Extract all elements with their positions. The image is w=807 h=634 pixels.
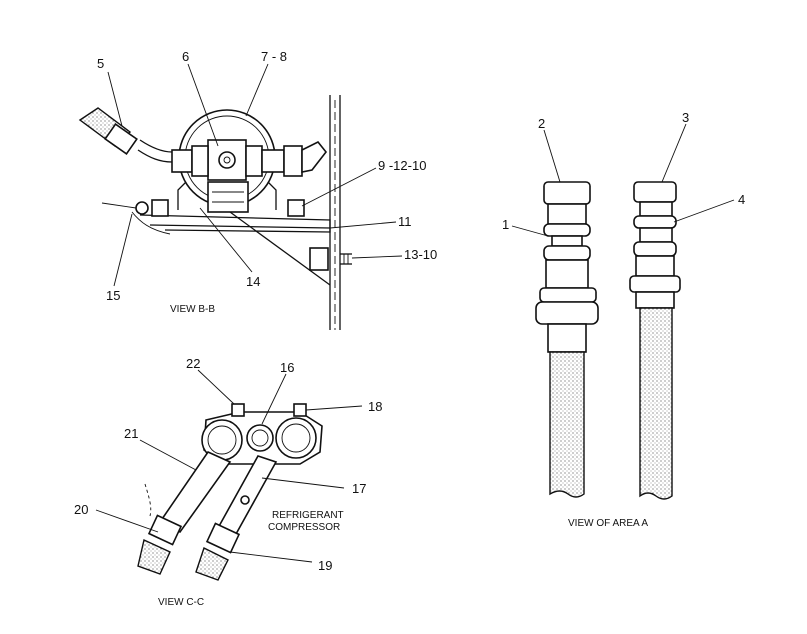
bolt-13 [309,247,329,271]
caption-view-bb: VIEW B-B [170,304,215,315]
view-area-a-drawing [535,181,681,500]
fitting-19 [205,522,241,554]
callout-9-12-10: 9 -12-10 [378,158,426,173]
view-cc-drawing [137,403,323,581]
nut-2 [543,181,591,205]
captions: VIEW B-B VIEW C-C VIEW OF AREA A REFRIGE… [158,304,648,608]
callout-3: 3 [682,110,689,125]
ring-4 [633,215,677,229]
callout-19: 19 [318,558,332,573]
view-area-a-leaders [511,123,735,237]
caption-compressor: COMPRESSOR [268,522,340,533]
callout-14: 14 [246,274,260,289]
valve-22 [231,403,245,417]
bracket-11 [139,214,331,233]
callout-7-8: 7 - 8 [261,49,287,64]
fitting-5 [104,123,138,155]
view-cc-leaders [95,369,363,563]
callout-15: 15 [106,288,120,303]
hose-left-a [549,351,585,498]
fitting-20 [147,514,183,546]
tube-21 [158,450,232,534]
callout-17: 17 [352,481,366,496]
callout-labels: 5 6 7 - 8 9 -12-10 11 13-10 14 15 22 16 … [74,49,745,573]
callout-16: 16 [280,360,294,375]
caption-refrigerant: REFRIGERANT [272,510,344,521]
hose-right-a [639,307,673,500]
callout-22: 22 [186,356,200,371]
callout-18: 18 [368,399,382,414]
view-bb-leaders [107,63,403,287]
callout-20: 20 [74,502,88,517]
callout-2: 2 [538,116,545,131]
solenoid-14 [207,181,249,213]
caption-view-area-a: VIEW OF AREA A [568,518,648,529]
valve-18 [293,403,307,417]
view-bb-drawing [78,95,352,330]
callout-13-10: 13-10 [404,247,437,262]
callout-5: 5 [97,56,104,71]
callout-4: 4 [738,192,745,207]
ring-1 [543,223,591,237]
nut-3 [633,181,677,203]
callout-21: 21 [124,426,138,441]
callout-6: 6 [182,49,189,64]
callout-11: 11 [398,214,412,229]
callout-1: 1 [502,217,509,232]
caption-view-cc: VIEW C-C [158,597,204,608]
